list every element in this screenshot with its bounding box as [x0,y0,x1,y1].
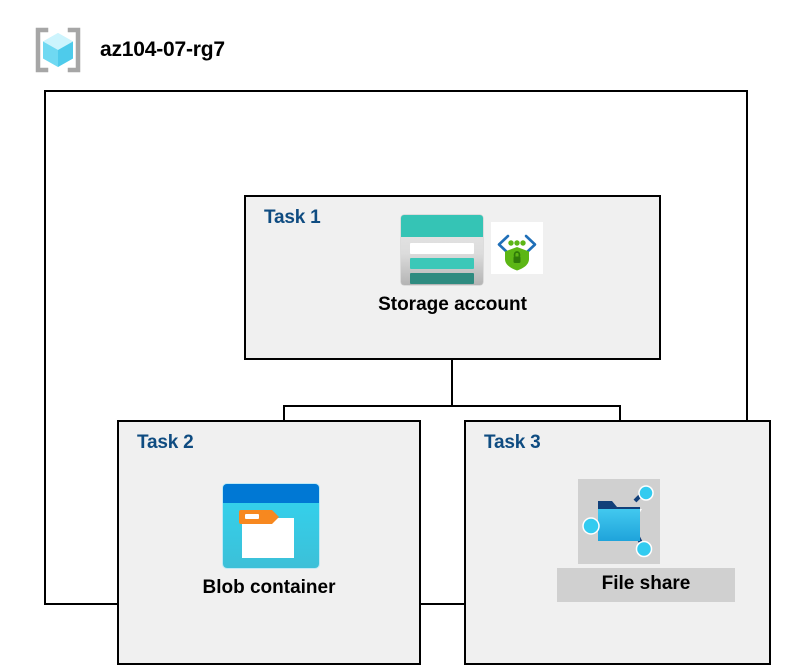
task-3-box[interactable]: Task 3 [464,420,771,665]
resource-group-boundary: Task 1 Storage [44,90,771,665]
storage-account-label: Storage account [378,294,527,315]
blob-icon-title-bar [223,484,319,503]
file-share-icon-backdrop [578,479,660,564]
connector-trunk-from-task1 [451,360,453,407]
connector-horizontal-bus [283,405,621,407]
blob-icon-tag [239,510,279,524]
resource-group-header: az104-07-rg7 [30,26,225,74]
storage-account-icon [401,215,483,285]
storage-account-icon-group [401,211,543,289]
storage-icon-stripe-dark-teal [410,273,474,284]
resource-group-title: az104-07-rg7 [100,38,225,61]
task-2-label: Task 2 [137,432,194,453]
task-1-box[interactable]: Task 1 Storage [244,195,661,360]
storage-icon-stripe-white [410,243,474,254]
file-share-icon [582,485,654,558]
blob-icon-tag-slot [245,514,259,519]
task-1-label: Task 1 [264,207,321,228]
blob-container-icon [223,484,319,568]
storage-icon-header-bar [401,215,483,237]
file-share-label: File share [557,568,735,602]
blob-container-label: Blob container [202,577,336,598]
resource-group-cube-icon [30,26,86,74]
task-2-box[interactable]: Task 2 Blob container [117,420,421,665]
blob-icon-page [242,518,294,558]
secure-endpoint-shield-icon [491,222,543,274]
task-3-label: Task 3 [484,432,541,453]
storage-icon-stripe-teal [410,258,474,269]
